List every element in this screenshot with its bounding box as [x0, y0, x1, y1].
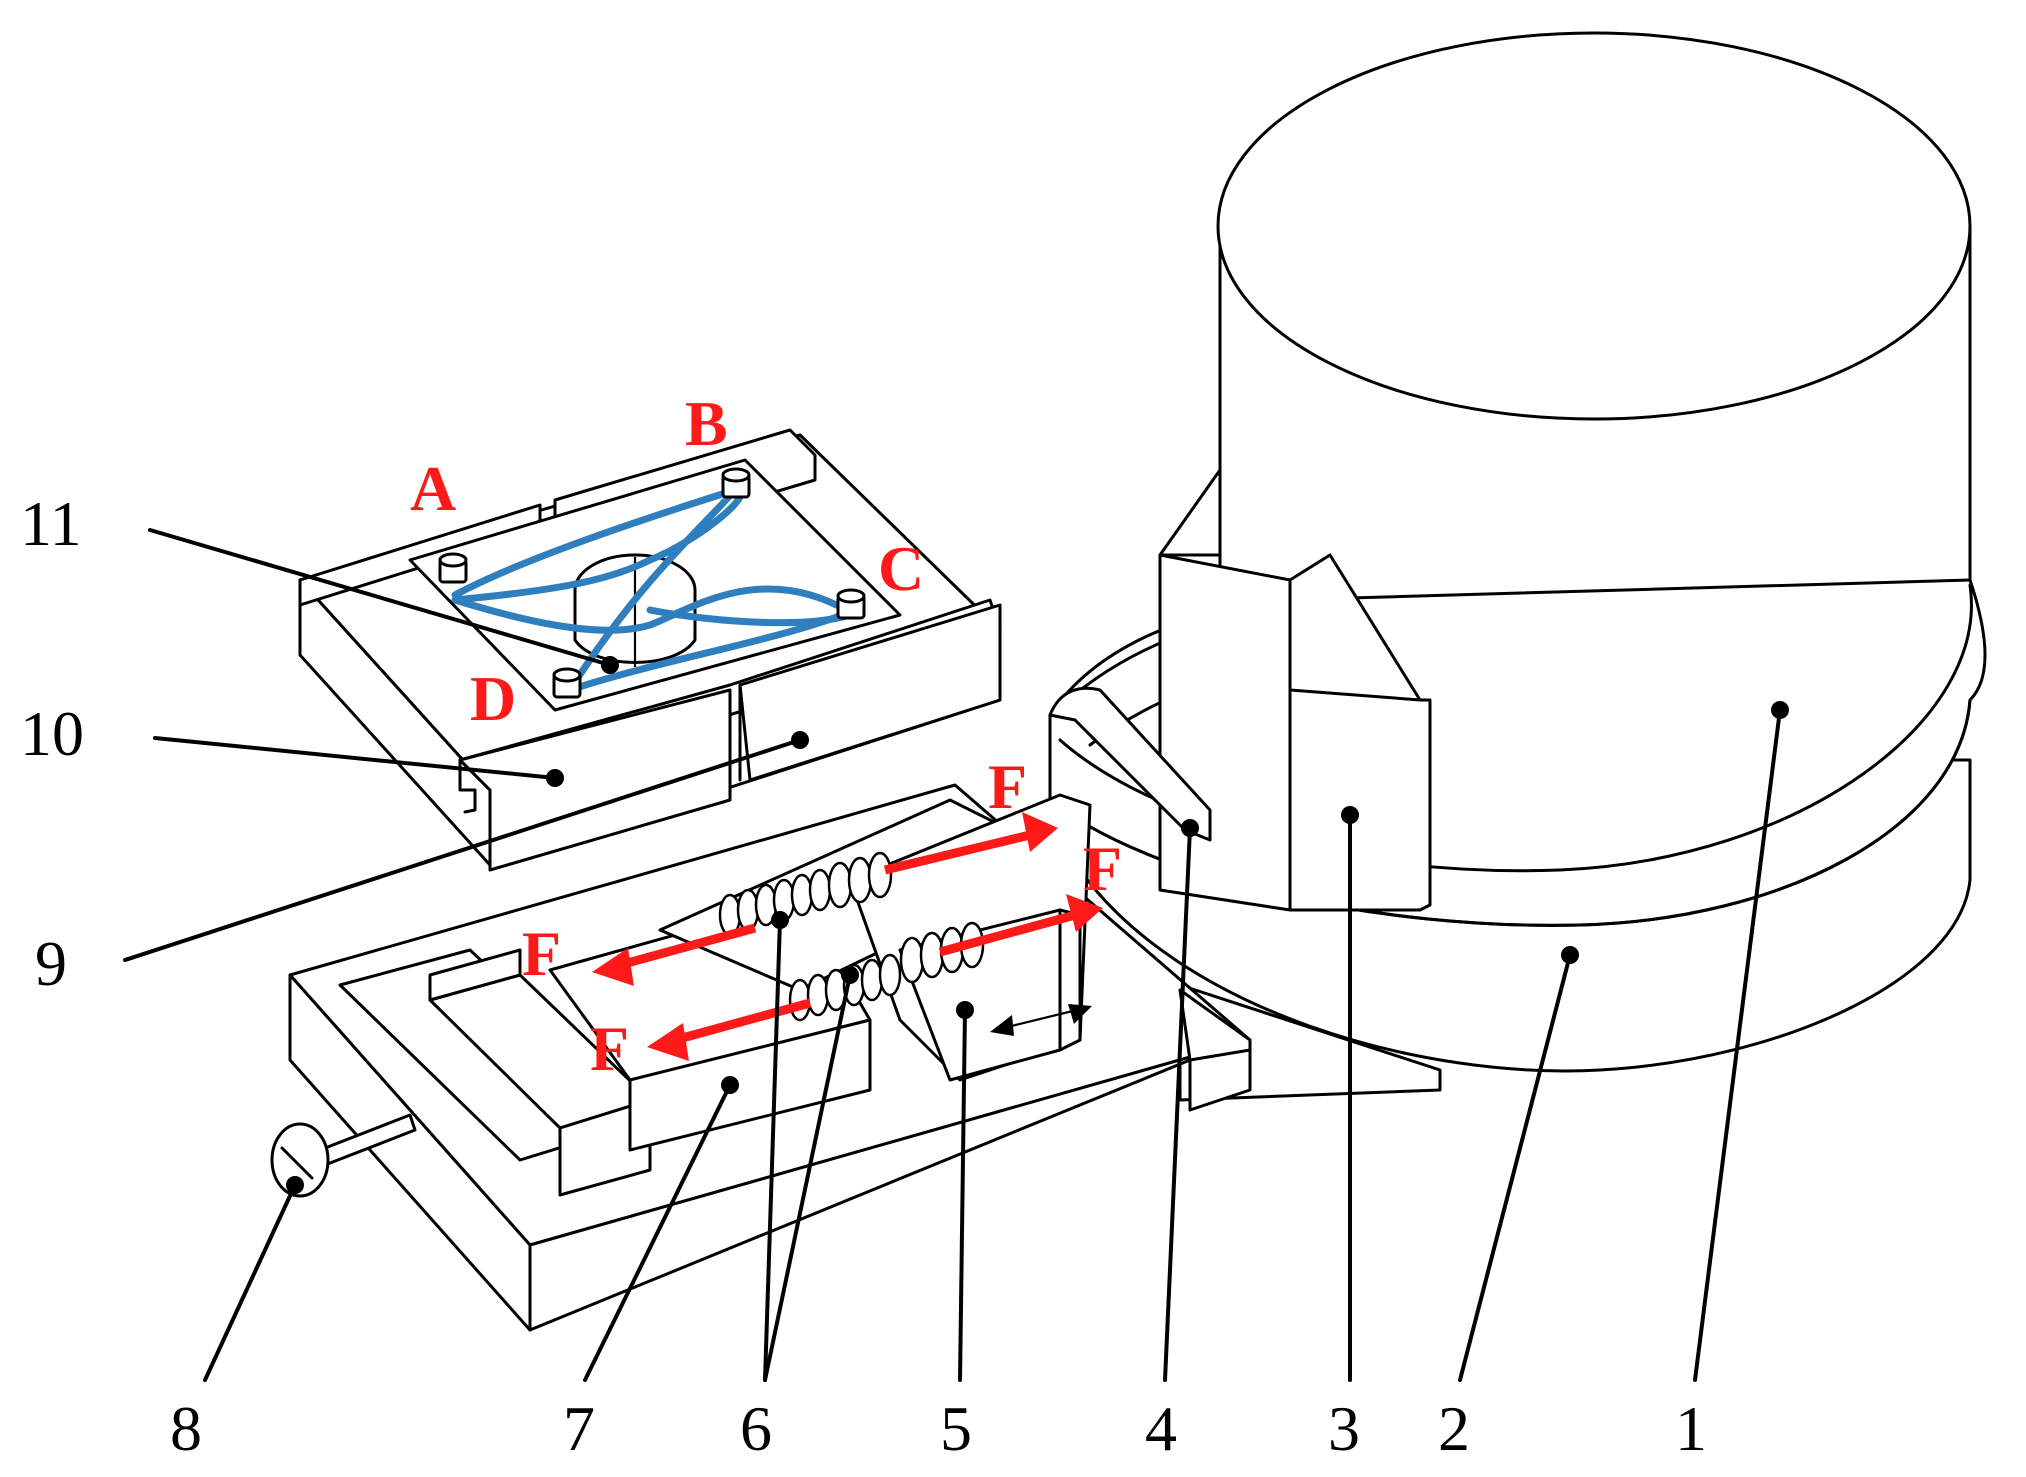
label-8: 8: [170, 1393, 202, 1464]
springs: [718, 851, 985, 1022]
force-label-3: F: [522, 918, 561, 989]
label-1: 1: [1675, 1393, 1707, 1464]
pins: [438, 467, 866, 699]
label-6: 6: [740, 1393, 772, 1464]
label-10: 10: [20, 698, 84, 769]
label-4: 4: [1145, 1393, 1177, 1464]
screw-knob-icon: [270, 1113, 417, 1198]
pin-b: [721, 467, 751, 499]
pin-d: [552, 667, 582, 699]
label-9: 9: [35, 928, 67, 999]
pin-a: [438, 552, 468, 584]
force-labels: F F F F: [522, 751, 1122, 1084]
corner-label-c: C: [878, 533, 924, 604]
pin-c: [836, 588, 866, 620]
label-2: 2: [1438, 1393, 1470, 1464]
force-arrow-icon: [938, 894, 1103, 957]
force-arrow-icon: [883, 812, 1058, 875]
label-11: 11: [20, 488, 82, 559]
force-arrow-icon: [647, 998, 812, 1061]
leader-lines: [123, 528, 1789, 1382]
force-arrow-icon: [592, 923, 757, 986]
force-label-1: F: [988, 751, 1027, 822]
double-arrow-icon: [990, 1004, 1092, 1036]
force-label-2: F: [1083, 833, 1122, 904]
part-number-labels: 1 2 3 4 5 6 7 8 9 10 11: [20, 488, 1707, 1464]
fiber-loop: [451, 486, 854, 699]
label-7: 7: [563, 1393, 595, 1464]
corner-label-d: D: [470, 663, 516, 734]
label-3: 3: [1328, 1393, 1360, 1464]
corner-labels: A B C D: [410, 388, 924, 734]
force-arrows: [592, 812, 1103, 1061]
label-5: 5: [940, 1393, 972, 1464]
force-label-4: F: [590, 1013, 629, 1084]
corner-label-a: A: [410, 453, 456, 524]
corner-label-b: B: [685, 388, 728, 459]
